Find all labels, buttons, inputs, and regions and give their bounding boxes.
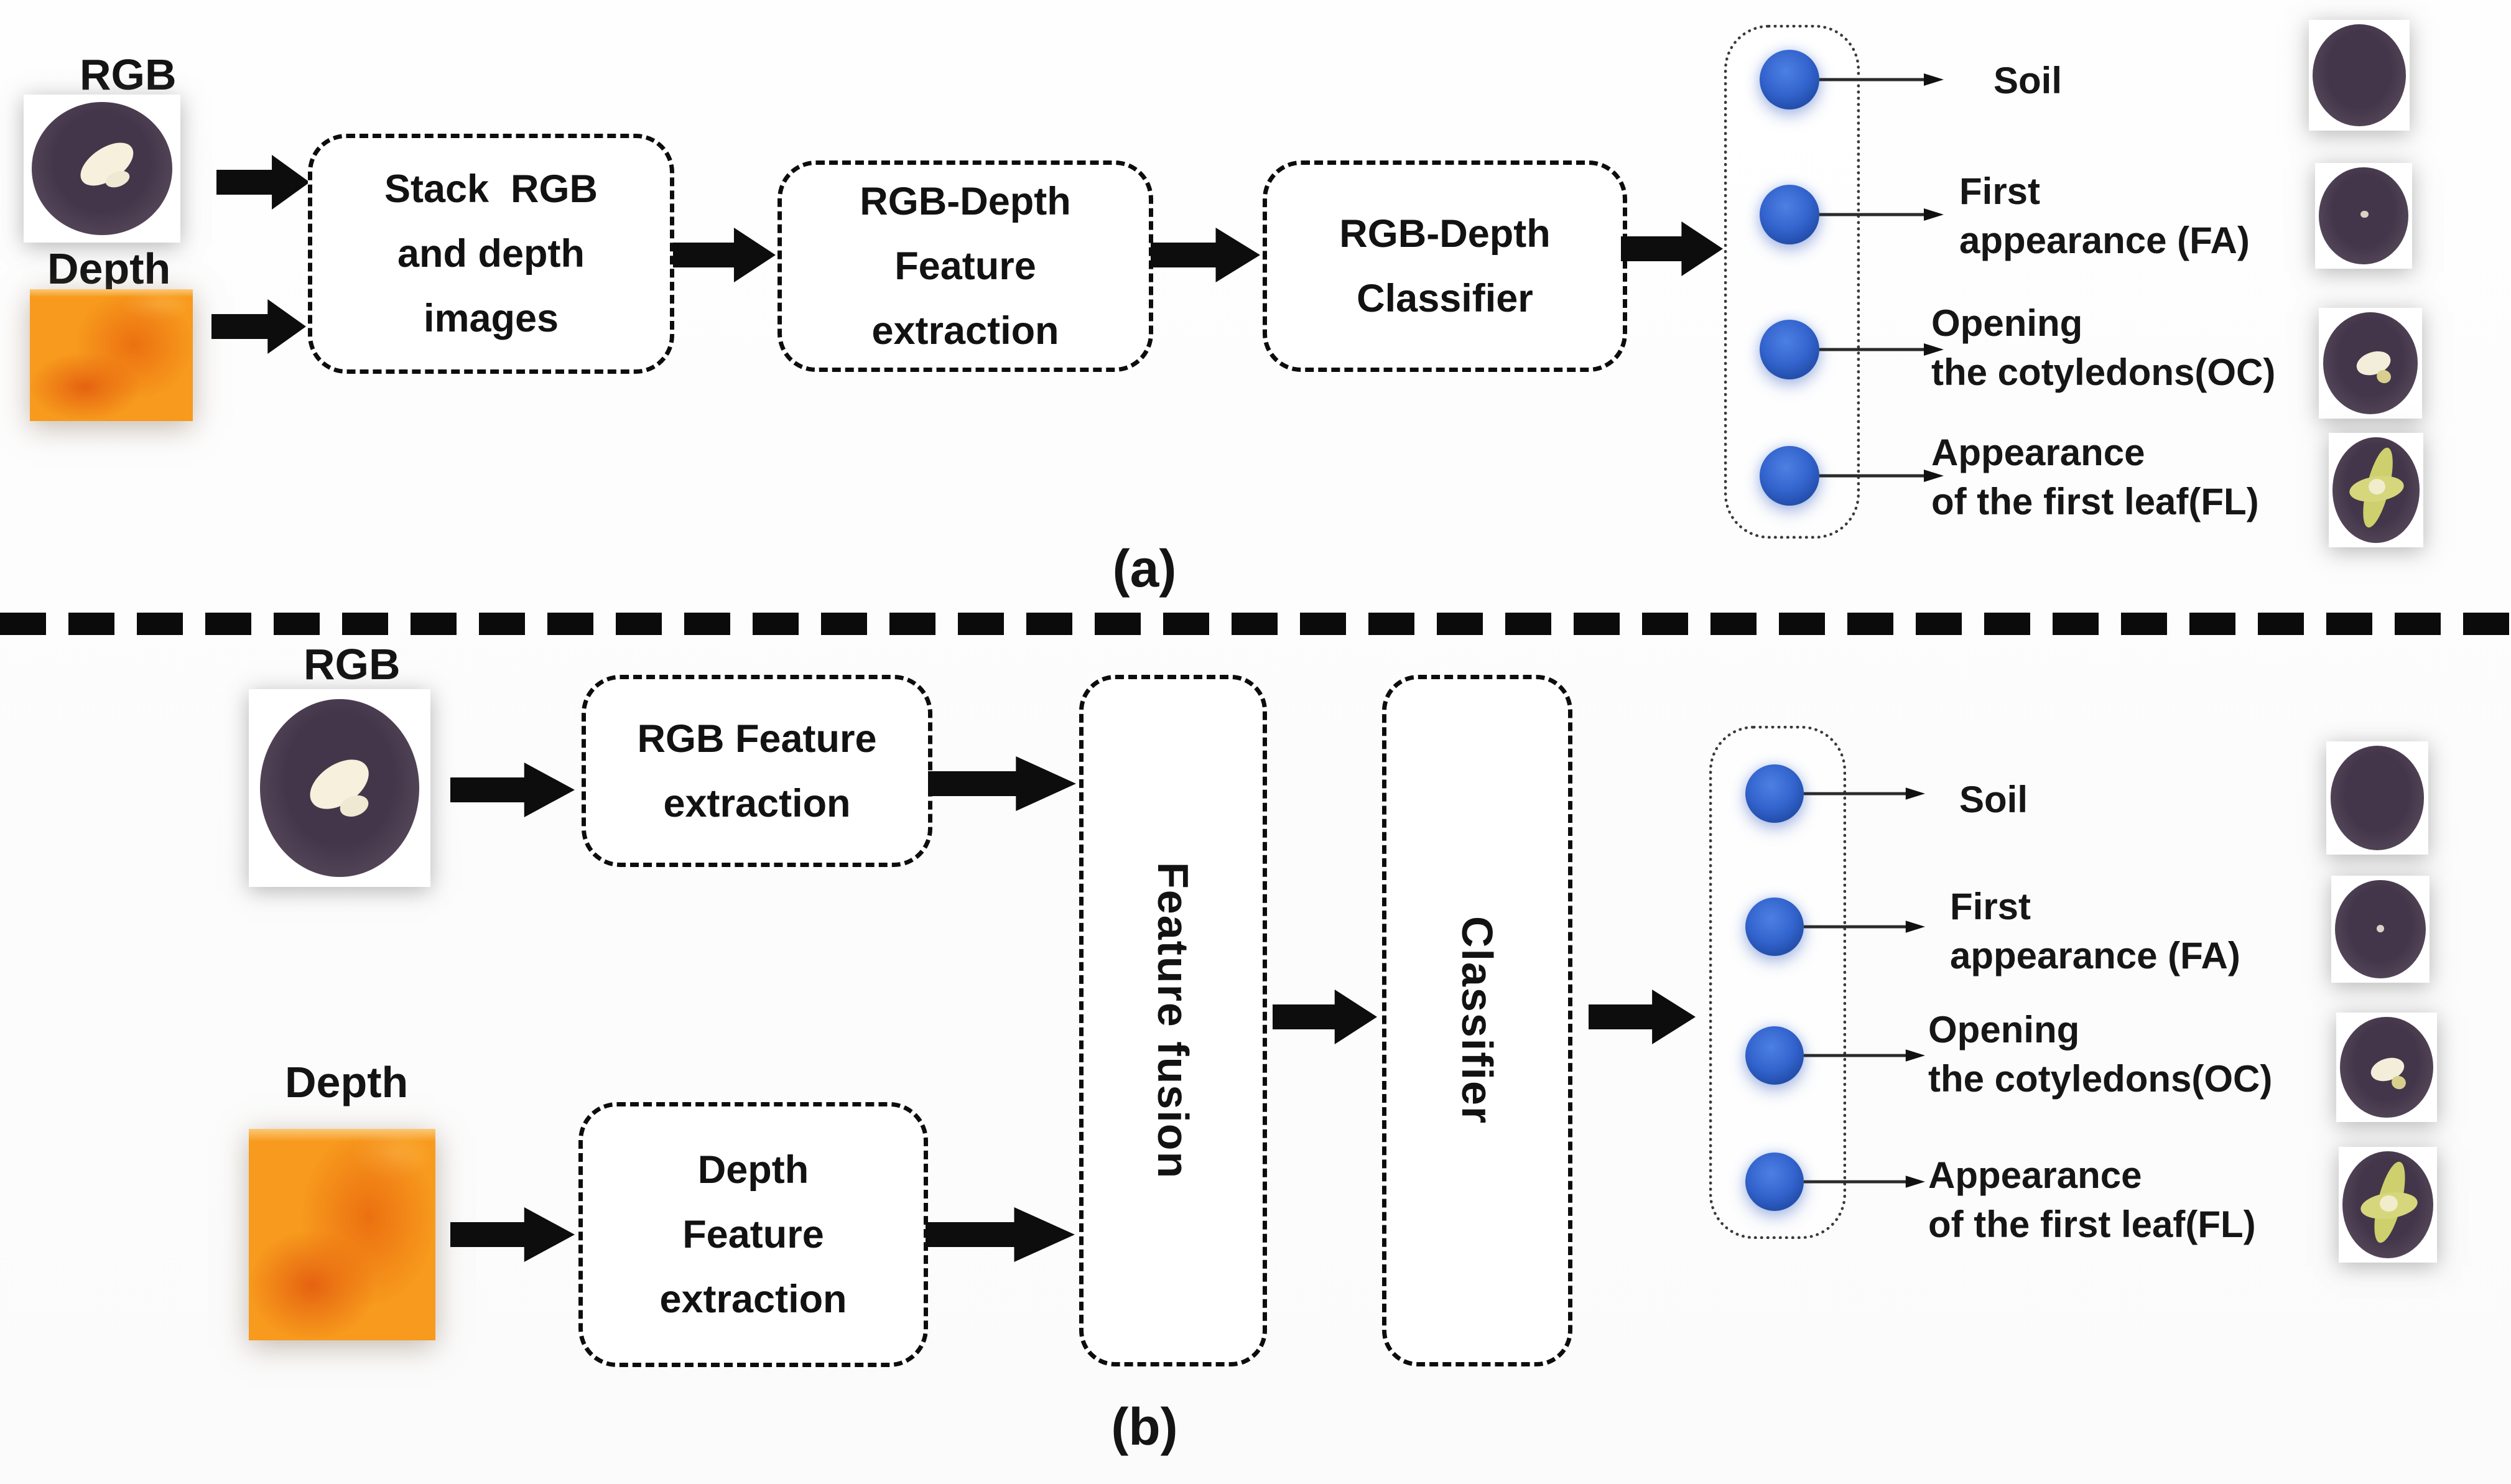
flow-arrow-rgb-to-rgbfeature: [450, 763, 575, 817]
class-label-fl-a-line1: Appearance: [1931, 432, 2145, 473]
soil-ellipse: [2330, 746, 2425, 850]
pointer-arrow-fa-b: [1804, 921, 1925, 933]
class-node-fl-b: [1745, 1152, 1804, 1211]
class-label-fl-a: Appearance of the first leaf(FL): [1931, 428, 2259, 526]
rgbdepth-feature-line3: extraction: [871, 309, 1059, 353]
rgbdepth-classifier-line2: Classifier: [1357, 277, 1533, 320]
pointer-arrow-soil-b: [1804, 787, 1925, 800]
sample-photo-soil-a: [2309, 20, 2410, 131]
class-node-soil-b: [1745, 764, 1804, 823]
depth-input-label-a: Depth: [47, 244, 171, 293]
class-label-fa-b-line1: First: [1950, 886, 2031, 927]
pointer-arrow-fl-a: [1819, 470, 1944, 482]
class-label-fa-a-line1: First: [1959, 170, 2041, 212]
class-label-fa-b-line2: appearance (FA): [1950, 935, 2240, 976]
depth-input-label-b: Depth: [285, 1058, 409, 1106]
feature-fusion-box: Feature fusion: [1079, 675, 1267, 1366]
stack-images-line3: images: [423, 297, 559, 340]
class-node-soil-a: [1760, 50, 1819, 109]
flow-arrow-stack-to-feature: [673, 228, 776, 282]
rgbdepth-feature-line2: Feature: [894, 244, 1036, 288]
rgb-feature-extraction-box: RGB Feature extraction: [582, 675, 932, 867]
sample-photo-fl-b: [2339, 1147, 2437, 1263]
rgbdepth-classifier-box: RGB-Depth Classifier: [1263, 160, 1627, 372]
panel-b-tag: (b): [1111, 1398, 1178, 1456]
classifier-label-b: Classifier: [1453, 916, 1501, 1125]
pointer-arrow-fl-b: [1804, 1176, 1925, 1188]
class-label-fl-b-line2: of the first leaf(FL): [1928, 1203, 2256, 1245]
class-node-fa-a: [1760, 185, 1819, 244]
rgb-input-image-a: [24, 95, 180, 243]
pointer-arrow-oc-a: [1819, 343, 1944, 356]
flow-arrow-depth-to-depthfeature: [450, 1207, 575, 1262]
flow-arrow-depthfeature-to-fusion: [926, 1207, 1075, 1262]
rgbdepth-feature-extraction-box: RGB-Depth Feature extraction: [777, 160, 1153, 372]
flow-arrow-depth-to-stack: [211, 299, 306, 354]
classifier-box-b: Classifier: [1382, 675, 1572, 1366]
flow-arrow-classifier-to-output-b: [1589, 990, 1696, 1044]
panel-a-tag: (a): [1112, 539, 1177, 598]
fl-leaf-center: [2380, 1195, 2398, 1212]
rgb-input-label-a: RGB: [80, 50, 177, 99]
class-label-fa-a: First appearance (FA): [1959, 167, 2250, 265]
class-label-fl-a-line2: of the first leaf(FL): [1931, 481, 2259, 522]
flow-arrow-rgb-to-stack: [216, 155, 310, 210]
soil-ellipse: [2313, 24, 2406, 126]
pointer-arrow-oc-b: [1804, 1049, 1925, 1062]
rgb-feature-line1: RGB Feature: [637, 716, 877, 761]
sample-photo-oc-b: [2336, 1013, 2437, 1122]
stack-images-box: Stack RGB and depth images: [308, 134, 674, 374]
depth-input-image-a: [30, 289, 193, 421]
rgb-feature-line2: extraction: [663, 781, 851, 825]
class-label-fl-b-line1: Appearance: [1928, 1154, 2142, 1196]
rgb-input-label-b: RGB: [304, 640, 401, 689]
sample-photo-fa-b: [2331, 876, 2430, 983]
stack-images-line1: Stack RGB: [384, 167, 598, 211]
sample-photo-oc-a: [2319, 308, 2422, 419]
rgbdepth-classifier-line1: RGB-Depth: [1339, 212, 1551, 256]
feature-fusion-label: Feature fusion: [1149, 861, 1197, 1180]
fl-leaf-center: [2368, 478, 2386, 495]
class-node-oc-b: [1745, 1026, 1804, 1085]
fa-sprout-dot: [2360, 210, 2369, 218]
depth-feature-line3: extraction: [659, 1278, 847, 1321]
class-node-fl-a: [1760, 446, 1819, 506]
class-label-oc-a: Opening the cotyledons(OC): [1931, 299, 2275, 397]
sample-photo-fl-a: [2329, 433, 2423, 547]
panel-divider-dashed-line: [0, 613, 2511, 635]
class-label-fa-a-line2: appearance (FA): [1959, 220, 2250, 261]
class-label-oc-a-line1: Opening: [1931, 302, 2083, 344]
class-label-soil-a: Soil: [1993, 60, 2063, 101]
flow-arrow-classifier-to-output-a: [1621, 221, 1723, 276]
class-label-oc-a-line2: the cotyledons(OC): [1931, 351, 2276, 393]
class-label-fa-b: First appearance (FA): [1950, 882, 2240, 980]
rgbdepth-feature-line1: RGB-Depth: [860, 180, 1071, 223]
class-node-fa-b: [1745, 897, 1804, 956]
class-node-oc-a: [1760, 320, 1819, 379]
stack-images-line2: and depth: [397, 232, 585, 276]
class-label-oc-b: Opening the cotyledons(OC): [1928, 1005, 2272, 1103]
depth-input-image-b: [249, 1129, 435, 1340]
depth-feature-line1: Depth: [697, 1148, 809, 1192]
flow-arrow-rgbfeature-to-fusion: [928, 756, 1076, 811]
class-label-oc-b-line2: the cotyledons(OC): [1928, 1058, 2273, 1100]
class-label-oc-b-line1: Opening: [1928, 1009, 2080, 1050]
sample-photo-fa-a: [2315, 163, 2412, 269]
flow-arrow-feature-to-classifier-a: [1151, 228, 1260, 282]
fa-sprout-dot: [2376, 925, 2385, 933]
class-label-fl-b: Appearance of the first leaf(FL): [1928, 1151, 2256, 1249]
class-label-soil-b: Soil: [1959, 779, 2028, 820]
rgb-input-image-b: [249, 689, 430, 887]
pointer-arrow-soil-a: [1819, 73, 1944, 86]
sample-photo-soil-b: [2326, 741, 2428, 855]
flow-arrow-fusion-to-classifier: [1273, 990, 1377, 1044]
depth-feature-extraction-box: Depth Feature extraction: [578, 1102, 928, 1367]
depth-feature-line2: Feature: [682, 1213, 824, 1256]
pointer-arrow-fa-a: [1819, 208, 1944, 221]
